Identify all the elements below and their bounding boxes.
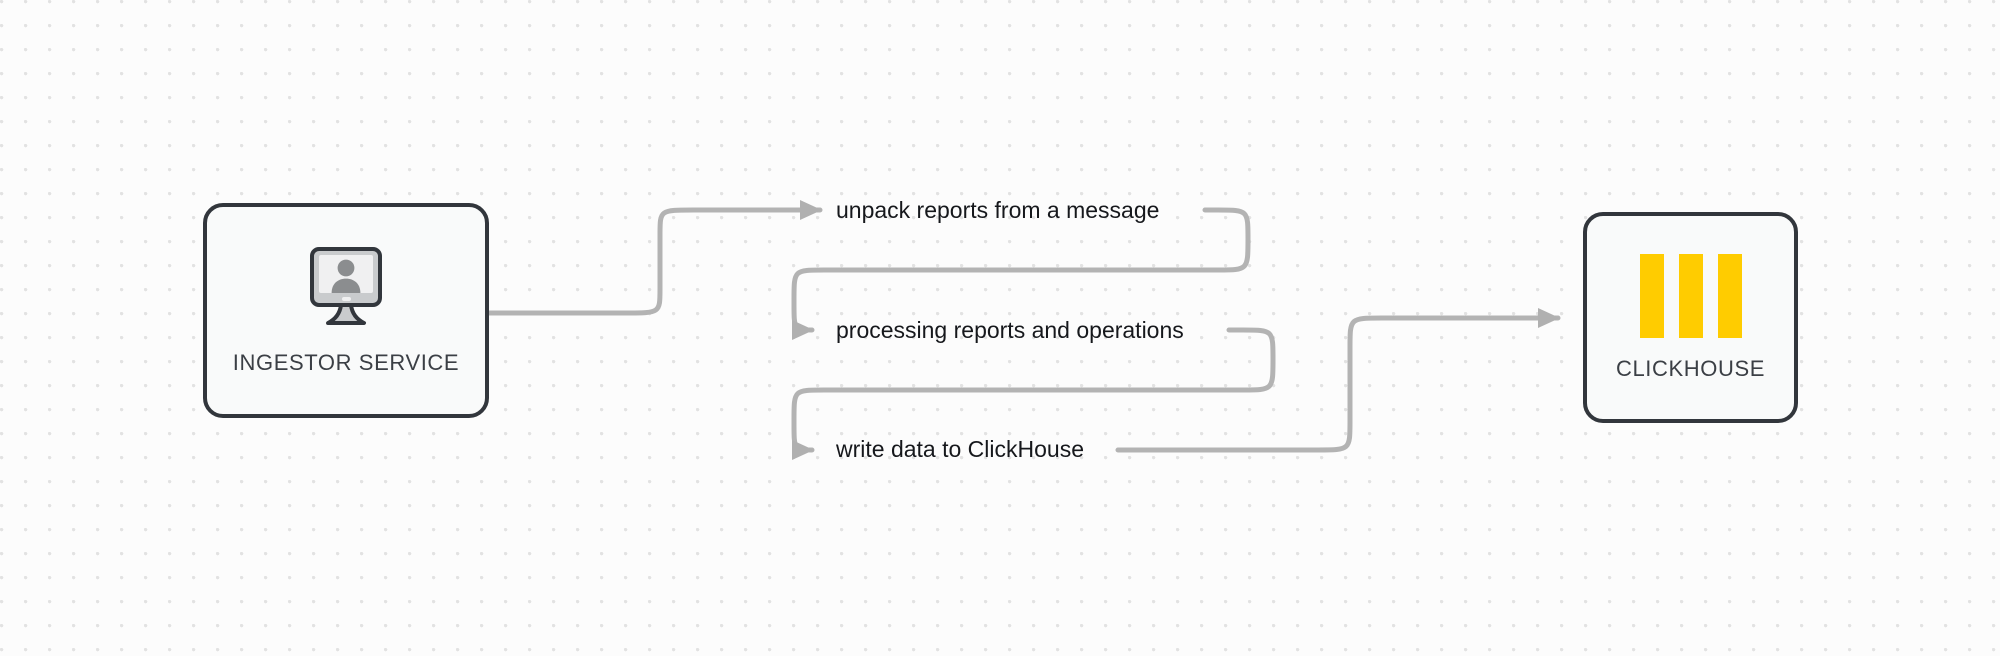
edge-label-write: write data to ClickHouse [836,436,1084,462]
edge-label-processing: processing reports and operations [836,317,1184,343]
connector-write-to-clickhouse [1115,307,1561,453]
monitor-user-icon [298,245,394,334]
clickhouse-bars-icon [1639,253,1742,338]
node-clickhouse-label: CLICKHOUSE [1615,355,1766,381]
clickhouse-bar-3 [1717,253,1742,338]
node-ingestor-service-label: INGESTOR SERVICE [232,350,460,375]
clickhouse-bar-1 [1639,253,1664,338]
node-ingestor-service[interactable]: INGESTOR SERVICE [203,203,489,418]
clickhouse-bar-2 [1678,253,1703,338]
connector-processing-to-write [791,327,1276,461]
node-clickhouse[interactable]: CLICKHOUSE [1583,212,1798,423]
connector-unpack-to-processing [791,207,1251,341]
connector-ingestor-to-unpack [486,199,823,316]
edge-label-unpack: unpack reports from a message [836,197,1160,223]
